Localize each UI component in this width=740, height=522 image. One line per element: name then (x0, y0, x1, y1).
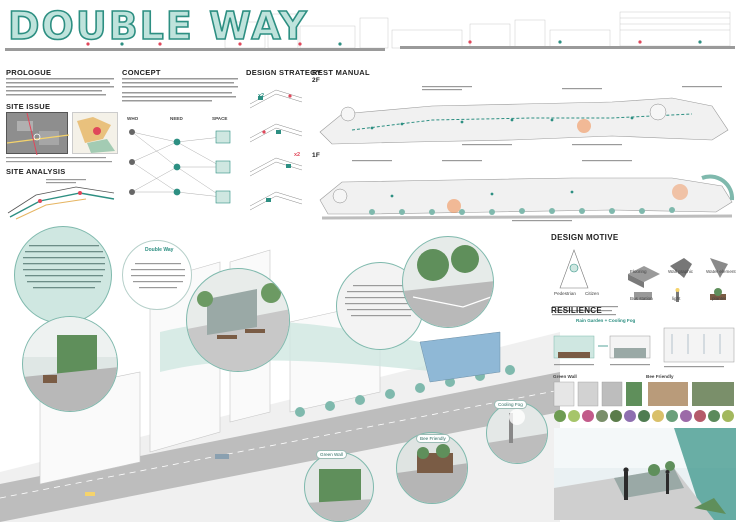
callout-double-way-bubble (122, 240, 192, 310)
plant-swatch-3 (582, 410, 594, 422)
motive-label-light: light (672, 296, 681, 301)
concept-text-block (122, 78, 238, 102)
detail-bubble-cooling-fog (486, 402, 548, 464)
strategy-multiplier-b: x2 (294, 152, 301, 158)
street-perspective-render (554, 428, 736, 520)
detail-bubble-tree-plaza (402, 236, 494, 328)
floor-plan-2f (319, 86, 729, 146)
design-strategy-heading: DESIGN STRATEGY (246, 68, 322, 77)
motive-label-citizen: Citizen (585, 291, 600, 296)
detail-bubble-green-wall-planter (22, 316, 118, 412)
motive-label-water-element: Water element (706, 269, 736, 274)
plant-swatch-11 (694, 410, 706, 422)
concept-need-label: NEED (170, 116, 183, 121)
detail-bubble-bee-friendly (396, 432, 468, 504)
plant-swatch-5 (610, 410, 622, 422)
site-aerial-map (6, 112, 70, 156)
strategy-multiplier-a: x2 (258, 93, 265, 99)
design-motive-icons (559, 249, 728, 302)
callout-double-way-label: Double Way (145, 247, 174, 253)
skyline-elevation (5, 11, 735, 51)
prologue-text-block (6, 78, 114, 96)
plant-swatch-9 (666, 410, 678, 422)
concept-heading: CONCEPT (122, 68, 161, 77)
page-title: DOUBLE WAY (7, 4, 309, 48)
site-analysis-heading: SITE ANALYSIS (6, 167, 66, 176)
detail-bubble-plaza-seating (186, 268, 290, 372)
plant-swatch-13 (722, 410, 734, 422)
motive-label-pedestrian: Pedestrian (554, 291, 576, 296)
site-zoning-map (72, 112, 118, 154)
plant-swatch-1 (554, 410, 566, 422)
resilience-section-diagrams (553, 327, 735, 368)
plant-swatch-2 (568, 410, 580, 422)
plant-swatch-6 (624, 410, 636, 422)
motive-label-flooring: Flooring (630, 269, 647, 274)
callout-green-wall-label: Green Wall (316, 450, 347, 459)
resilience-heading: RESILIENCE (551, 306, 603, 315)
design-strategy-diagrams (249, 89, 303, 211)
floor-plan-1f (319, 160, 735, 222)
callout-text-bubble-left (14, 226, 112, 324)
plant-swatch-10 (680, 410, 692, 422)
concept-space-label: SPACE (212, 116, 228, 121)
motive-label-wall-graphic: Wall graphic (668, 269, 694, 274)
callout-cooling-fog-label: Cooling Fog (494, 400, 527, 409)
design-motive-heading: DESIGN MOTIVE (551, 233, 619, 242)
prologue-heading: PROLOGUE (6, 68, 52, 77)
plant-swatch-12 (708, 410, 720, 422)
plant-swatch-4 (596, 410, 608, 422)
floor-2f-label: 2F (312, 77, 321, 84)
concept-who-label: WHO (127, 116, 139, 121)
callout-bee-friendly-label: Bee Friendly (416, 434, 450, 443)
site-analysis-diagram (7, 179, 115, 220)
concept-network-diagram (129, 129, 231, 204)
plant-swatch-8 (652, 410, 664, 422)
motive-label-planter: planter (712, 296, 727, 301)
resilience-wall-samples (553, 381, 734, 407)
design-motive-notes (552, 306, 618, 316)
plant-swatch-7 (638, 410, 650, 422)
green-wall-heading: Green Wall (553, 374, 577, 379)
detail-bubble-green-wall (304, 452, 374, 522)
bee-friendly-heading: Bee Friendly (646, 374, 674, 379)
motive-label-bus-station: Bus station (630, 296, 653, 301)
site-issue-heading: SITE ISSUE (6, 102, 51, 111)
floor-1f-label: 1F (312, 152, 321, 159)
site-issue-notes (6, 157, 112, 163)
resilience-subtitle: Rain Garden + Cooling Fog (576, 318, 636, 323)
rest-manual-heading: REST MANUAL (312, 68, 370, 77)
